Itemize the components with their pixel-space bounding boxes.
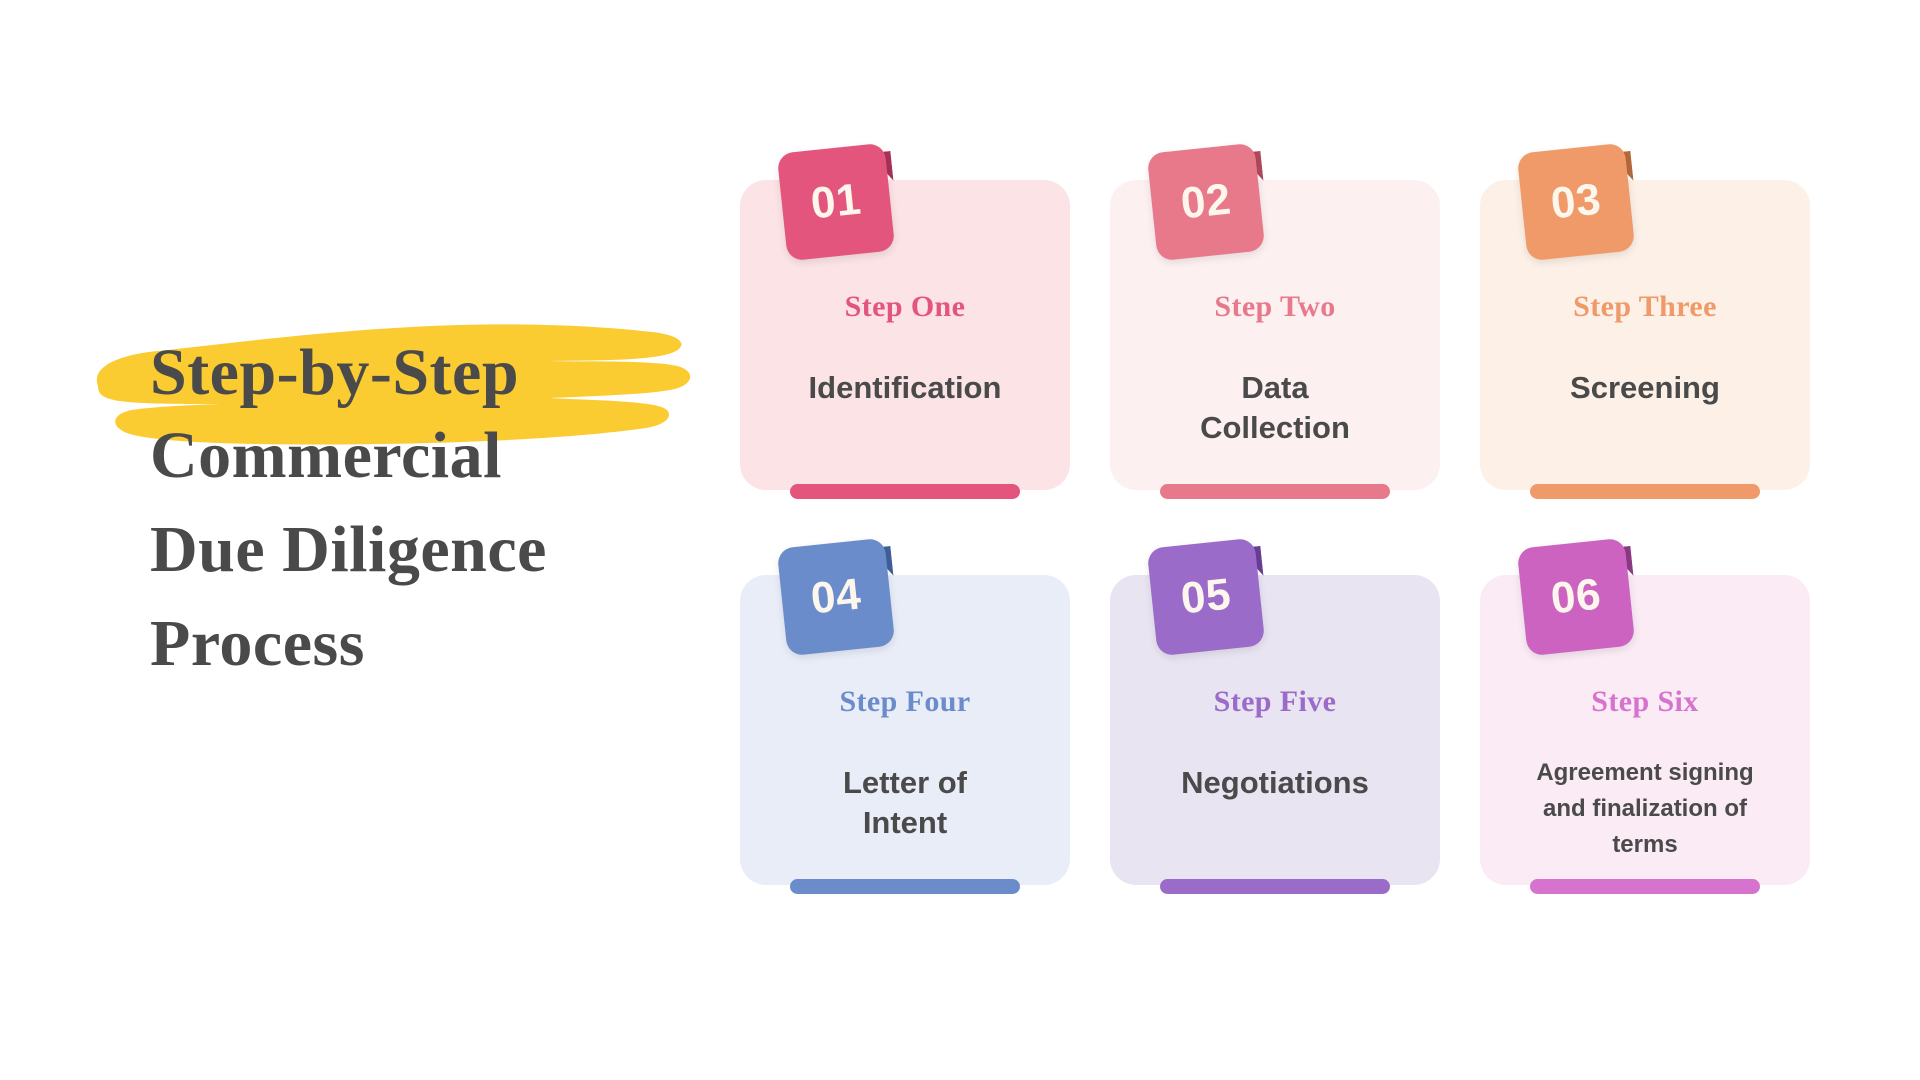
badge-number: 06 — [1548, 569, 1604, 624]
title-block: Step-by-Step Commercial Due Diligence Pr… — [80, 320, 700, 750]
badge-square: 06 — [1516, 537, 1636, 657]
card-accent-bar — [1530, 484, 1760, 499]
step-label: Step Three — [1573, 290, 1717, 323]
step-label: Step Two — [1214, 290, 1336, 323]
step-label: Step Four — [839, 685, 971, 718]
card-accent-bar — [790, 879, 1020, 894]
badge-square: 01 — [776, 142, 896, 262]
title-line-highlighted: Step-by-Step — [150, 336, 520, 409]
step-number-badge[interactable]: 04 — [776, 537, 896, 657]
step-number-badge[interactable]: 06 — [1516, 537, 1636, 657]
title-line-4: Process — [150, 607, 365, 680]
card-accent-bar — [790, 484, 1020, 499]
badge-number: 04 — [808, 569, 864, 624]
step-title-line: Letter of — [843, 765, 967, 800]
badge-square: 02 — [1146, 142, 1266, 262]
card-accent-bar — [1160, 484, 1390, 499]
step-number-badge[interactable]: 03 — [1516, 142, 1636, 262]
step-title-line: Data — [1241, 370, 1309, 405]
badge-square: 04 — [776, 537, 896, 657]
badge-square: 03 — [1516, 142, 1636, 262]
card-accent-bar — [1530, 879, 1760, 894]
step-title-line: Agreement signing — [1536, 759, 1754, 786]
step-label: Step Six — [1591, 685, 1699, 718]
title-line-2: Commercial — [150, 419, 502, 492]
step-number-badge[interactable]: 01 — [776, 142, 896, 262]
title-line-3: Due Diligence — [150, 513, 547, 586]
step-title: Letter of Intent — [765, 763, 1045, 843]
step-title-line: and finalization of — [1543, 795, 1747, 822]
step-title: Agreement signing and finalization of term… — [1505, 755, 1785, 863]
step-title-line: Screening — [1570, 370, 1720, 405]
step-title-line: Intent — [862, 805, 948, 840]
step-label: Step Five — [1213, 685, 1337, 718]
step-number-badge[interactable]: 02 — [1146, 142, 1266, 262]
badge-number: 03 — [1548, 174, 1604, 229]
step-number-badge[interactable]: 05 — [1146, 537, 1266, 657]
step-title: Negotiations — [1135, 763, 1415, 803]
step-title: Identification — [765, 368, 1045, 408]
step-title-line: Collection — [1200, 410, 1350, 445]
step-title-line: terms — [1612, 831, 1678, 858]
badge-number: 01 — [808, 174, 864, 229]
card-accent-bar — [1160, 879, 1390, 894]
badge-square: 05 — [1146, 537, 1266, 657]
step-title-line: Identification — [808, 370, 1002, 405]
step-title: Screening — [1505, 368, 1785, 408]
badge-number: 02 — [1178, 174, 1234, 229]
badge-number: 05 — [1178, 569, 1234, 624]
step-label: Step One — [844, 290, 966, 323]
step-title-line: Negotiations — [1181, 765, 1369, 800]
